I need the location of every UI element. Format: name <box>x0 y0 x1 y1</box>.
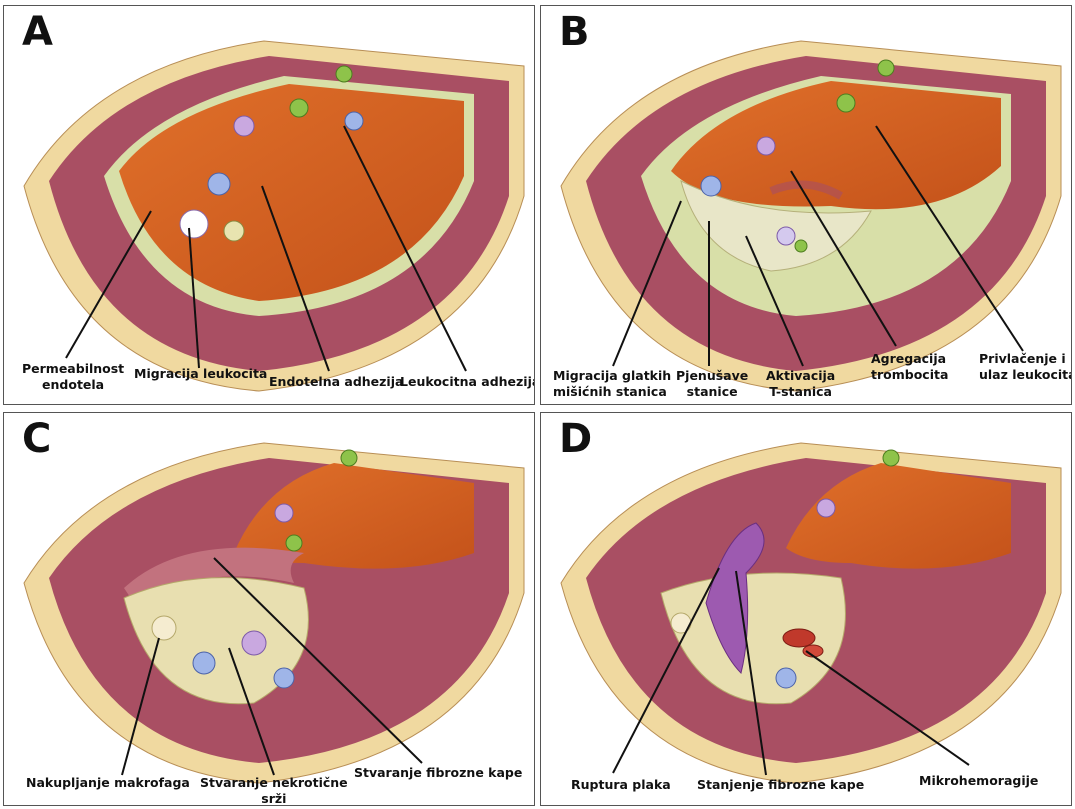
label-plaque-rupture: Ruptura plaka <box>571 777 671 793</box>
label-line: Stvaranje nekrotične <box>200 775 348 791</box>
label-line: srži <box>200 791 348 806</box>
label-endothelial-adhesion: Endotelna adhezija <box>269 374 403 390</box>
label-platelet-aggregation: Agregacija trombocita <box>871 351 948 383</box>
label-foam-cells: Pjenušave stanice <box>676 368 748 400</box>
panel-letter: B <box>559 12 590 52</box>
label-line: Privlačenje i <box>979 351 1072 367</box>
artery-illustration-c <box>4 413 535 806</box>
label-line: Pjenušave <box>676 368 748 384</box>
panel-a: A Permeabilnost endotela Migracija leuko… <box>3 5 535 405</box>
label-permeability: Permeabilnost endotela <box>22 361 124 393</box>
label-line: trombocita <box>871 367 948 383</box>
label-line: Aktivacija <box>766 368 835 384</box>
label-line: Migracija glatkih <box>553 368 671 384</box>
panel-d: D Ruptura plaka Stanjenje fibrozne kape … <box>540 412 1072 806</box>
label-macrophage: Nakupljanje makrofaga <box>26 775 190 791</box>
label-cap-thinning: Stanjenje fibrozne kape <box>697 777 864 793</box>
label-fibrous-cap: Stvaranje fibrozne kape <box>354 765 522 781</box>
artery-illustration-a <box>4 6 535 405</box>
label-line: endotela <box>22 377 124 393</box>
label-leukocyte-migration: Migracija leukocita <box>134 366 267 382</box>
artery-illustration-d <box>541 413 1072 806</box>
panel-letter: D <box>559 419 592 459</box>
panel-b: B Migracija glatkih mišićnih stanica Pje… <box>540 5 1072 405</box>
artery-illustration-b <box>541 6 1072 405</box>
label-line: mišićnih stanica <box>553 384 671 400</box>
panel-c: C Nakupljanje makrofaga Stvaranje nekrot… <box>3 412 535 806</box>
label-line: Agregacija <box>871 351 948 367</box>
label-line: T-stanica <box>766 384 835 400</box>
label-line: Permeabilnost <box>22 361 124 377</box>
label-line: ulaz leukocita <box>979 367 1072 383</box>
label-microhemorrhage: Mikrohemoragije <box>919 773 1038 789</box>
label-leukocyte-attraction: Privlačenje i ulaz leukocita <box>979 351 1072 383</box>
label-line: stanice <box>676 384 748 400</box>
label-necrotic-core: Stvaranje nekrotične srži <box>200 775 348 806</box>
panel-letter: A <box>22 12 53 52</box>
label-t-cell-activation: Aktivacija T-stanica <box>766 368 835 400</box>
label-smooth-muscle: Migracija glatkih mišićnih stanica <box>553 368 671 400</box>
panel-letter: C <box>22 419 51 459</box>
label-leukocyte-adhesion: Leukocitna adhezija <box>400 374 535 390</box>
